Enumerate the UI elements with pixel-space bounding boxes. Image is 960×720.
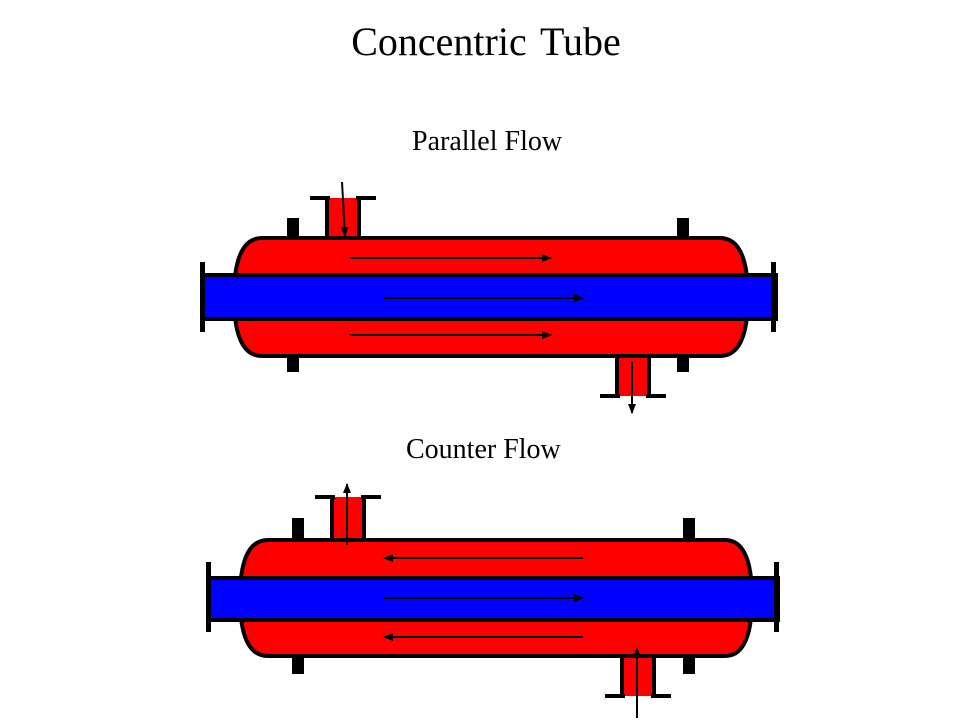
- tube-end-flange: [200, 262, 776, 332]
- shell-flow-arrow: [340, 181, 349, 237]
- shell-flange-tab: [292, 656, 304, 674]
- shell-flange-tab: [683, 656, 695, 674]
- parallel-flow-label: Parallel Flow: [412, 126, 563, 157]
- tube-end-flange: [206, 562, 779, 632]
- shell-flange-tab: [292, 518, 304, 540]
- counter-flow-label: Counter Flow: [406, 434, 561, 465]
- shell-flange-tab: [677, 218, 689, 240]
- shell-flange-tab: [287, 218, 299, 240]
- shell-flange-tab: [683, 518, 695, 540]
- page-title: Concentric Tube: [351, 19, 621, 64]
- shell-flange-tab: [287, 354, 299, 372]
- shell-flange-tab: [677, 354, 689, 372]
